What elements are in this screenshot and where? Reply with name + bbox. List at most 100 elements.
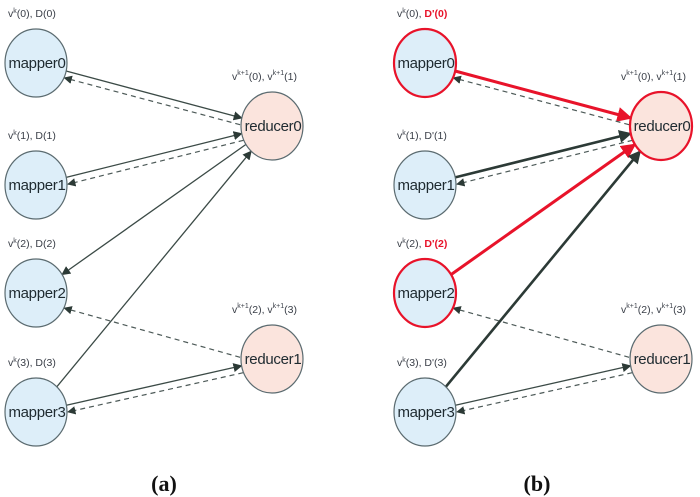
ann-d: D'(0): [424, 8, 447, 20]
mapper-annotation: vk(1), D(1): [8, 130, 56, 142]
node-mapper0-a: mapper0 vk(0), D(0): [4, 8, 68, 98]
ann-sup: k: [402, 8, 406, 15]
ann-d: D(2): [35, 238, 55, 250]
ann-v: v: [8, 130, 14, 142]
captions-layer: (a) (b): [151, 471, 550, 496]
ann-arg: (2),: [17, 238, 36, 250]
caption-b: (b): [524, 471, 551, 496]
ann-arg: (1),: [406, 130, 425, 142]
ann-v1: v: [232, 304, 238, 316]
mapper-circle: [4, 150, 68, 220]
ann-d: D'(2): [424, 238, 447, 250]
ann-d: D(0): [35, 8, 55, 20]
ann-sup: k: [402, 130, 406, 137]
node-mapper1-a: mapper1 vk(1), D(1): [4, 130, 68, 220]
node-mapper2-a: mapper2 vk(2), D(2): [4, 238, 68, 328]
ann-v2: v: [656, 71, 662, 83]
ann-arg1: (0),: [638, 71, 657, 83]
mapper-annotation: vk(2), D'(2): [397, 238, 447, 250]
mapper-label: mapper1: [8, 177, 65, 194]
ann-arg: (3),: [17, 357, 36, 369]
mapper-circle: [392, 257, 458, 329]
reducer-circle: [240, 324, 304, 394]
edge-mapper0-to-reducer0-a: [65, 70, 243, 121]
mapper-label: mapper0: [8, 55, 65, 72]
mapper-annotation: vk(0), D(0): [8, 8, 56, 20]
mapper-annotation: vk(3), D'(3): [397, 357, 447, 369]
edge-reducer0-to-mapper0-b: [452, 75, 630, 126]
ann-arg: (1),: [17, 130, 36, 142]
reducer-annotation: vk+1(2), vk+1(3): [621, 303, 686, 316]
reducer-circle: [629, 324, 693, 394]
ann-sup2: k+1: [273, 303, 285, 310]
mapper-label: mapper1: [397, 177, 454, 194]
reducer-annotation: vk+1(2), vk+1(3): [232, 303, 297, 316]
mapper-annotation: vk(2), D(2): [8, 238, 56, 250]
ann-arg: (0),: [17, 8, 36, 20]
ann-v: v: [8, 238, 14, 250]
ann-arg2: (3): [673, 304, 686, 316]
edge-mapper2-to-reducer0-b: [450, 143, 637, 276]
edge-mapper3-to-reducer0-a: [56, 150, 252, 388]
edge-reducer0-to-mapper1-b: [456, 139, 633, 187]
ann-arg: (3),: [406, 357, 425, 369]
node-reducer1-b: reducer1 vk+1(2), vk+1(3): [621, 303, 693, 394]
ann-sup: k: [13, 238, 17, 245]
ann-arg2: (1): [284, 71, 297, 83]
ann-sup1: k+1: [626, 70, 638, 77]
ann-sup1: k+1: [237, 70, 249, 77]
ann-d: D'(3): [424, 357, 446, 369]
mapper-label: mapper3: [397, 404, 454, 421]
ann-v: v: [8, 357, 14, 369]
ann-sup: k: [13, 357, 17, 364]
node-mapper3-a: mapper3 vk(3), D(3): [4, 357, 68, 447]
ann-sup: k: [402, 357, 406, 364]
ann-v1: v: [232, 71, 238, 83]
node-mapper3-b: mapper3 vk(3), D'(3): [393, 357, 457, 447]
edge-reducer0-to-mapper2-a: [61, 143, 247, 276]
ann-v2: v: [656, 304, 662, 316]
reducer-label: reducer0: [245, 118, 302, 135]
caption-a: (a): [151, 471, 177, 496]
reducer-label: reducer0: [634, 118, 691, 135]
node-reducer0-b: reducer0 vk+1(0), vk+1(1): [621, 70, 694, 162]
node-mapper0-b: mapper0 vk(0), D'(0): [392, 8, 458, 99]
ann-d: D(1): [35, 130, 55, 142]
ann-v2: v: [267, 304, 273, 316]
ann-v: v: [397, 8, 403, 20]
reducer-label: reducer1: [245, 351, 302, 368]
mapper-circle: [4, 377, 68, 447]
ann-sup1: k+1: [237, 303, 249, 310]
mapper-circle: [4, 258, 68, 328]
mapper-circle: [4, 28, 68, 98]
reducer-label: reducer1: [634, 351, 691, 368]
edge-reducer1-to-mapper2-a: [63, 306, 241, 358]
ann-v: v: [397, 238, 403, 250]
mapper-label: mapper3: [8, 404, 65, 421]
ann-d: D'(1): [424, 130, 446, 142]
reducer-annotation: vk+1(0), vk+1(1): [621, 70, 686, 83]
edge-reducer0-to-mapper0-a: [63, 75, 241, 126]
ann-sup: k: [402, 238, 406, 245]
ann-sup2: k+1: [662, 303, 674, 310]
ann-sup2: k+1: [273, 70, 285, 77]
ann-arg2: (3): [284, 304, 297, 316]
ann-sup2: k+1: [662, 70, 674, 77]
ann-d: D(3): [35, 357, 55, 369]
mapper-label: mapper0: [397, 55, 454, 72]
mapper-annotation: vk(0), D'(0): [397, 8, 447, 20]
mapper-annotation: vk(1), D'(1): [397, 130, 447, 142]
mapper-label: mapper2: [8, 285, 65, 302]
mapper-circle: [392, 27, 458, 99]
edge-mapper1-to-reducer0-b: [454, 130, 633, 179]
edge-mapper3-to-reducer1-b: [455, 363, 632, 406]
edge-mapper1-to-reducer0-a: [66, 131, 243, 179]
ann-arg: (0),: [406, 8, 425, 20]
mapper-circle: [393, 377, 457, 447]
edge-reducer1-to-mapper2-b: [452, 306, 630, 358]
mapper-annotation: vk(3), D(3): [8, 357, 56, 369]
